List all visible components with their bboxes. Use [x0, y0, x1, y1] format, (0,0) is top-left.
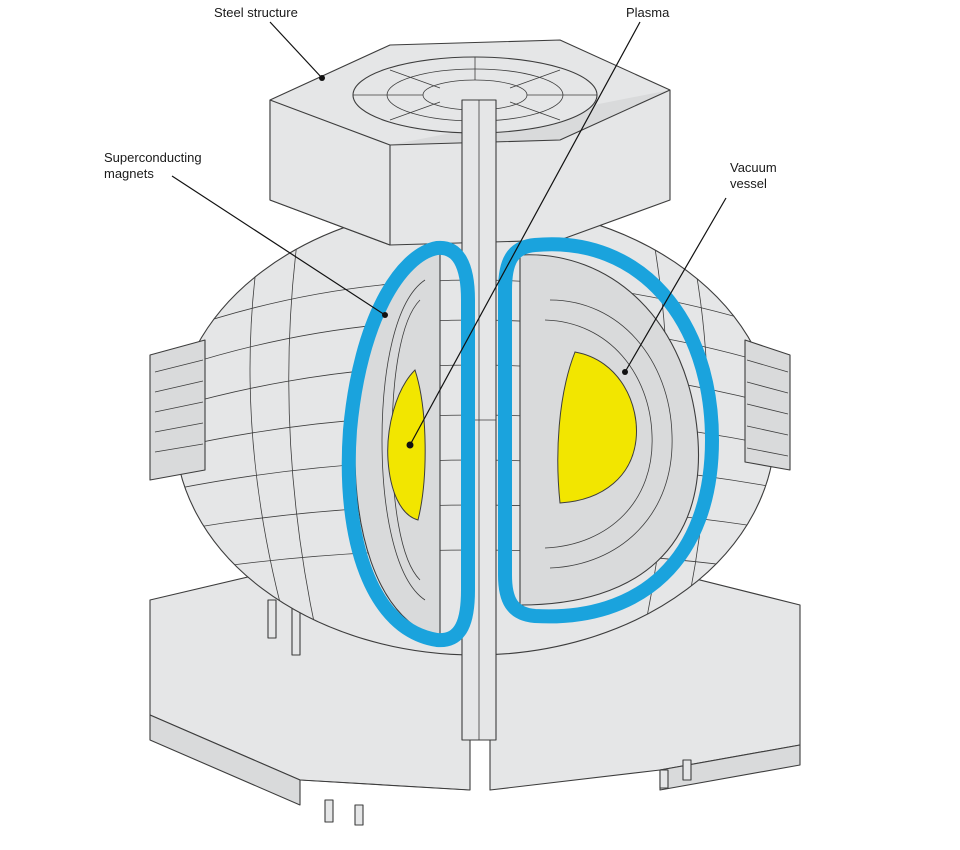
superconducting-magnet-rings: [341, 237, 720, 648]
magnet-ring-right: [498, 237, 720, 624]
plasma-left: [387, 369, 426, 521]
label-vacuum-vessel: Vacuum vessel: [730, 160, 777, 191]
label-plasma: Plasma: [626, 5, 670, 20]
leader-steel-structure: [269, 21, 323, 79]
label-steel-structure: Steel structure: [214, 5, 298, 20]
leader-lines: [171, 21, 727, 449]
leader-superconducting-magnets: [171, 175, 386, 316]
leader-vacuum-vessel: [624, 197, 727, 373]
plasma: [387, 351, 637, 521]
steel-structure-top: [269, 39, 671, 246]
label-superconducting-magnets: Superconducting magnets: [104, 150, 202, 181]
magnet-ring-left: [341, 240, 475, 648]
plasma-right: [557, 351, 637, 504]
leader-plasma: [409, 21, 641, 446]
